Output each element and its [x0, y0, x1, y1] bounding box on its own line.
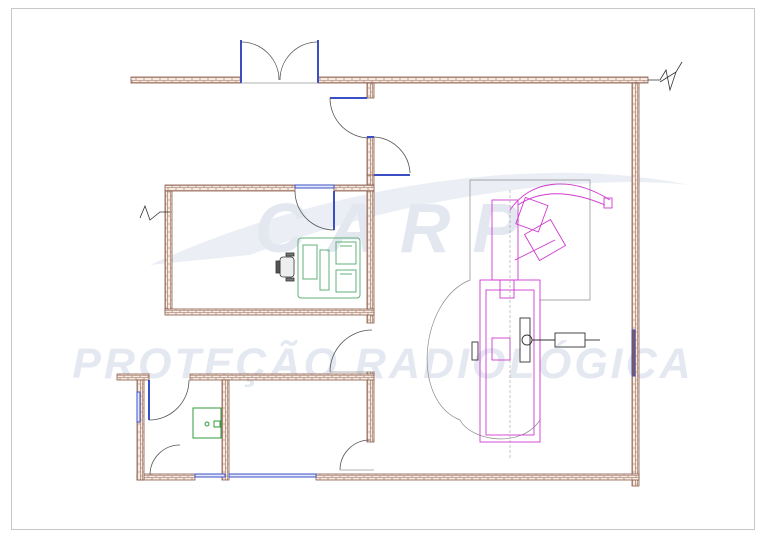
watermark-swoosh: [150, 172, 690, 265]
walls: [116, 76, 649, 487]
swing-door-icon: [329, 329, 374, 373]
swing-door-icon: [339, 439, 374, 471]
wall-lower-top-a: [116, 373, 150, 381]
swing-door-icon: [373, 136, 411, 176]
window-control-top: [294, 184, 335, 189]
swing-door-icon: [329, 97, 374, 139]
windows: [136, 184, 636, 478]
wall-break-icon: [139, 61, 683, 221]
window-left-lower: [136, 391, 141, 423]
wall-lower-mid: [221, 379, 230, 481]
window-lower-bath: [194, 473, 226, 478]
wall-control-bottom: [164, 308, 375, 316]
operator-chair-icon: [275, 252, 295, 282]
wall-bottom-left: [136, 473, 196, 481]
xray-equipment: [426, 179, 613, 460]
wall-right: [631, 82, 640, 487]
watermark: CARP PROTEÇÃO RADIOLÓGICA: [72, 172, 693, 388]
watermark-logo: CARP: [255, 189, 541, 267]
sink-icon: [192, 407, 222, 439]
window-right-wall: [631, 329, 636, 377]
wall-control-top-b: [333, 184, 375, 192]
wall-divider-low: [366, 371, 375, 443]
wall-bottom-right: [315, 473, 640, 481]
wall-top-left: [130, 76, 242, 84]
wall-lower-top-b: [189, 373, 375, 381]
wall-divider-control: [366, 174, 375, 324]
wall-bucky-icon: [471, 317, 600, 363]
xray-movement-area: [426, 179, 591, 440]
wall-control-top-a: [164, 184, 296, 192]
double-door-icon: [240, 40, 319, 84]
swing-door-icon: [294, 190, 335, 231]
drawing-frame: [11, 8, 755, 530]
wall-divider-top: [366, 82, 375, 99]
wall-divider-mid: [366, 136, 375, 176]
control-console-icon: [297, 237, 361, 299]
wall-top-right: [317, 76, 649, 84]
xray-ceiling-arm-icon: [491, 183, 613, 299]
window-lower-room: [228, 473, 317, 478]
swing-door-icon: [149, 444, 181, 476]
doors: [148, 40, 411, 476]
wall-control-left: [164, 190, 173, 314]
swing-door-icon: [148, 379, 190, 421]
watermark-subtitle: PROTEÇÃO RADIOLÓGICA: [72, 340, 693, 388]
wall-lower-left: [136, 379, 145, 481]
